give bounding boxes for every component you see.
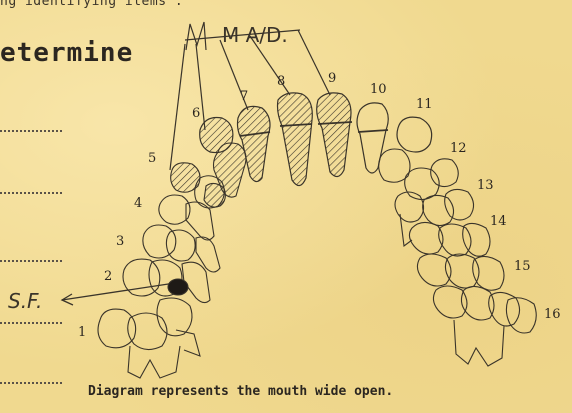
mad-label: M A/D. bbox=[222, 23, 288, 47]
tooth-number-13: 13 bbox=[477, 178, 494, 193]
tooth-number-16: 16 bbox=[544, 307, 561, 322]
tooth-number-10: 10 bbox=[370, 82, 387, 97]
diagram-caption: Diagram represents the mouth wide open. bbox=[88, 384, 393, 399]
right-side-teeth bbox=[379, 149, 537, 366]
tooth-number-2: 2 bbox=[104, 269, 112, 284]
tooth-number-3: 3 bbox=[116, 234, 124, 249]
hatched-cluster bbox=[204, 183, 225, 207]
tooth-number-9: 9 bbox=[328, 71, 336, 86]
tooth-number-6: 6 bbox=[192, 106, 200, 121]
tooth-number-15: 15 bbox=[514, 259, 531, 274]
tooth-number-8: 8 bbox=[277, 74, 285, 89]
tooth-number-4: 4 bbox=[134, 196, 142, 211]
tooth-number-7: 7 bbox=[240, 89, 248, 104]
tooth-number-11: 11 bbox=[416, 97, 433, 112]
tooth-number-12: 12 bbox=[450, 141, 467, 156]
sf-label: S.F. bbox=[8, 289, 42, 313]
left-side-teeth bbox=[98, 143, 246, 378]
tooth-number-14: 14 bbox=[490, 214, 507, 229]
tooth-number-5: 5 bbox=[148, 151, 156, 166]
tooth-number-1: 1 bbox=[78, 325, 86, 340]
